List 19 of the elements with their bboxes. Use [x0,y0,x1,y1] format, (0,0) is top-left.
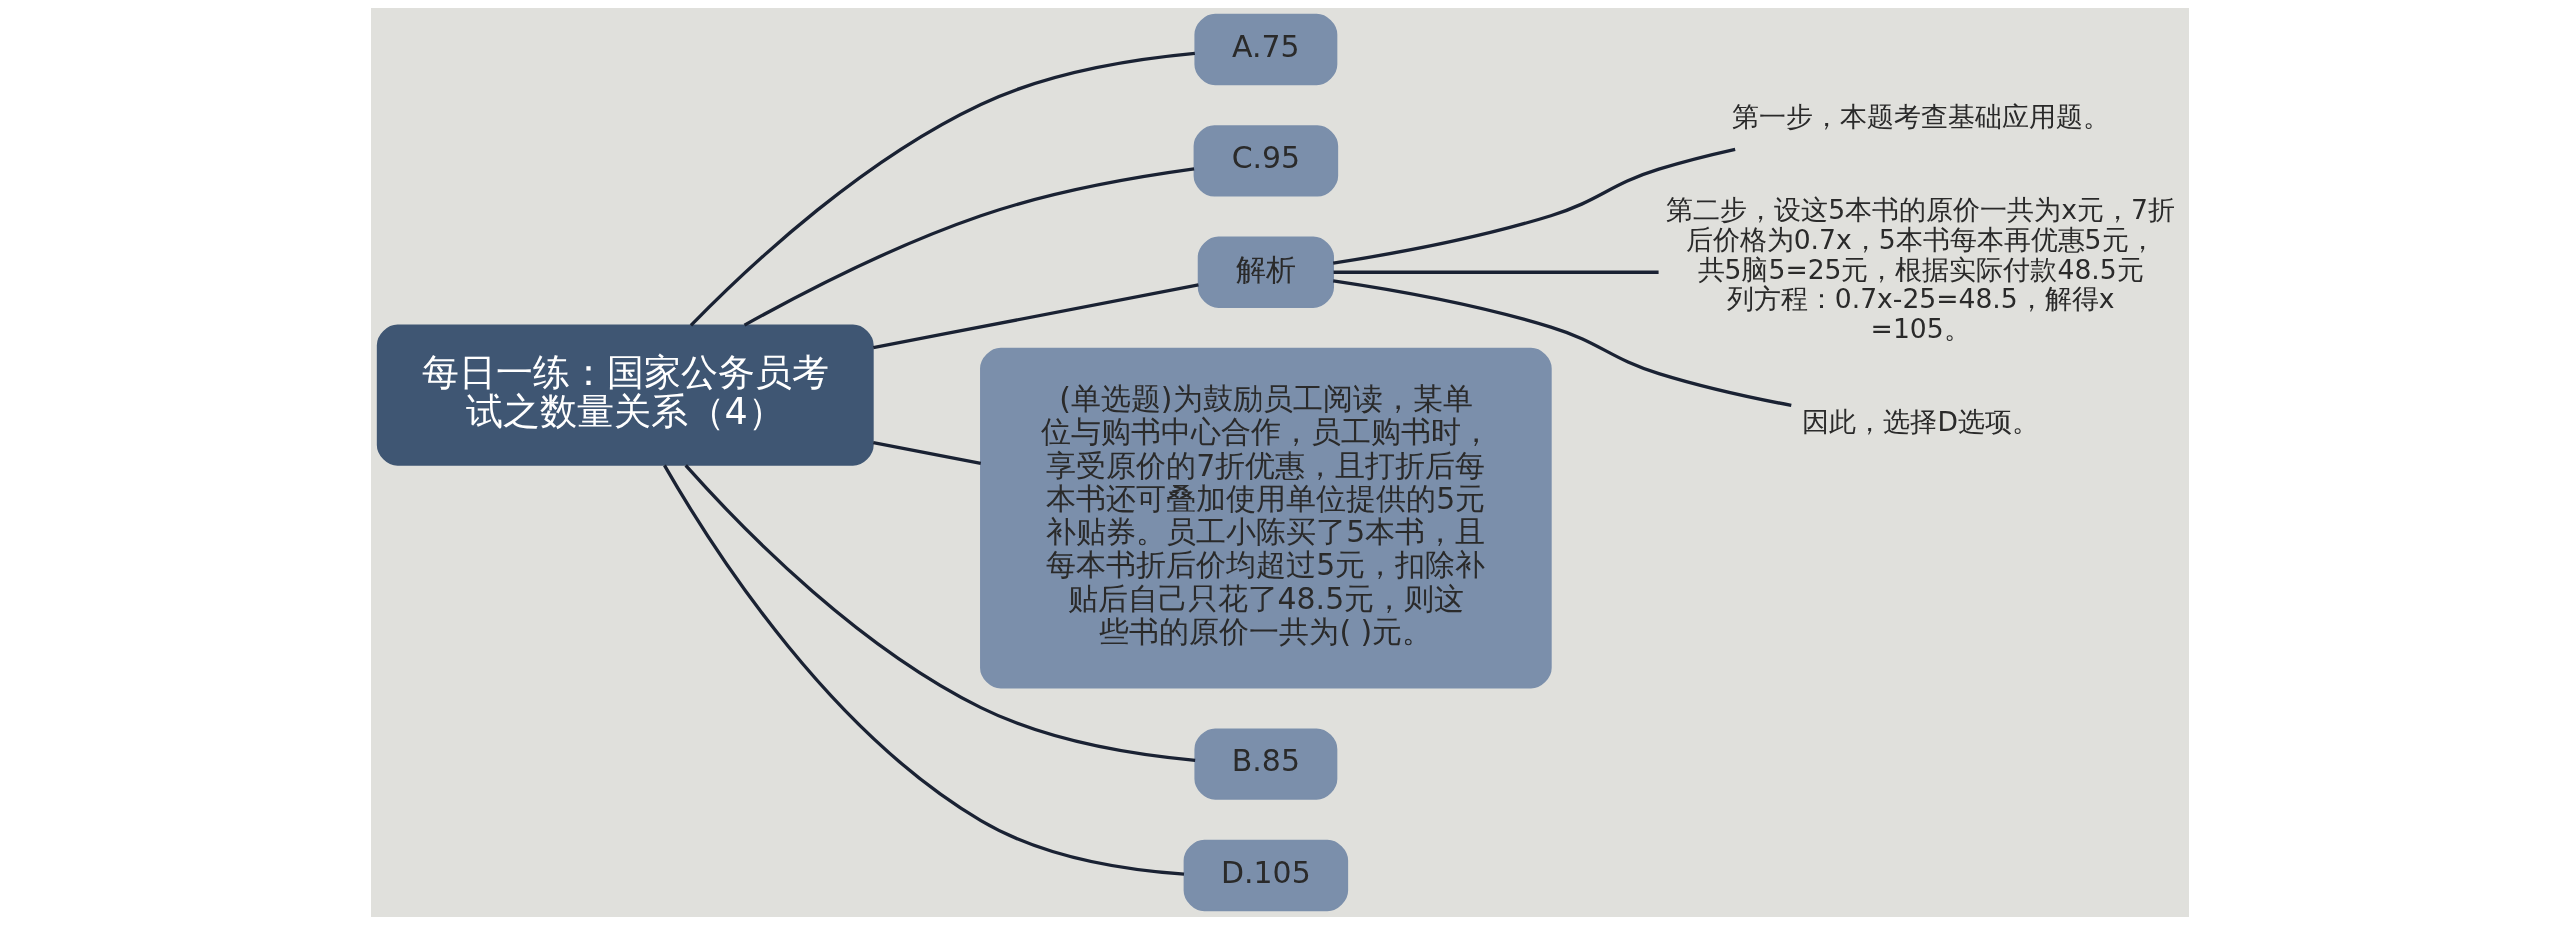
connector [743,167,1195,327]
node-box: (单选题)为鼓励员工阅读，某单位与购书中心合作，员工购书时，享受原价的7折优惠，且打折后每本书还可叠加使用单位提供的5元补贴券。员工小陈买了5本书，且每本书折后价均超过5元，扣除补贴后自己只花了48.5元，则这些书的原价一共为( )元。 [980,347,1552,689]
node-text: 第一步，本题考查基础应用题。 [1731,100,2110,132]
connector [1333,279,1792,407]
node-box: B.85 [1194,728,1338,800]
node-text: 因此，选择D选项。 [1802,406,2039,438]
node-box: 每日一练：国家公务员考试之数量关系（4） [376,324,874,466]
connector [873,441,982,466]
node-box: A.75 [1194,13,1338,86]
connector [689,51,1196,327]
connector [684,464,1196,763]
connector [663,464,1185,876]
connector [873,283,1199,350]
node-box: D.105 [1183,839,1349,912]
node-box: 解析 [1197,236,1334,308]
connector [1332,147,1736,265]
node-box: C.95 [1193,125,1339,197]
node-text: 第二步，设这5本书的原价一共为x元，7折后价格为0.7x，5本书每本再优惠5元，共5脑5=25元，根据实际付款48.5元列方程：0.7x-25=48.5，解得x=105。 [1666,193,2175,345]
connector [1333,270,1659,274]
